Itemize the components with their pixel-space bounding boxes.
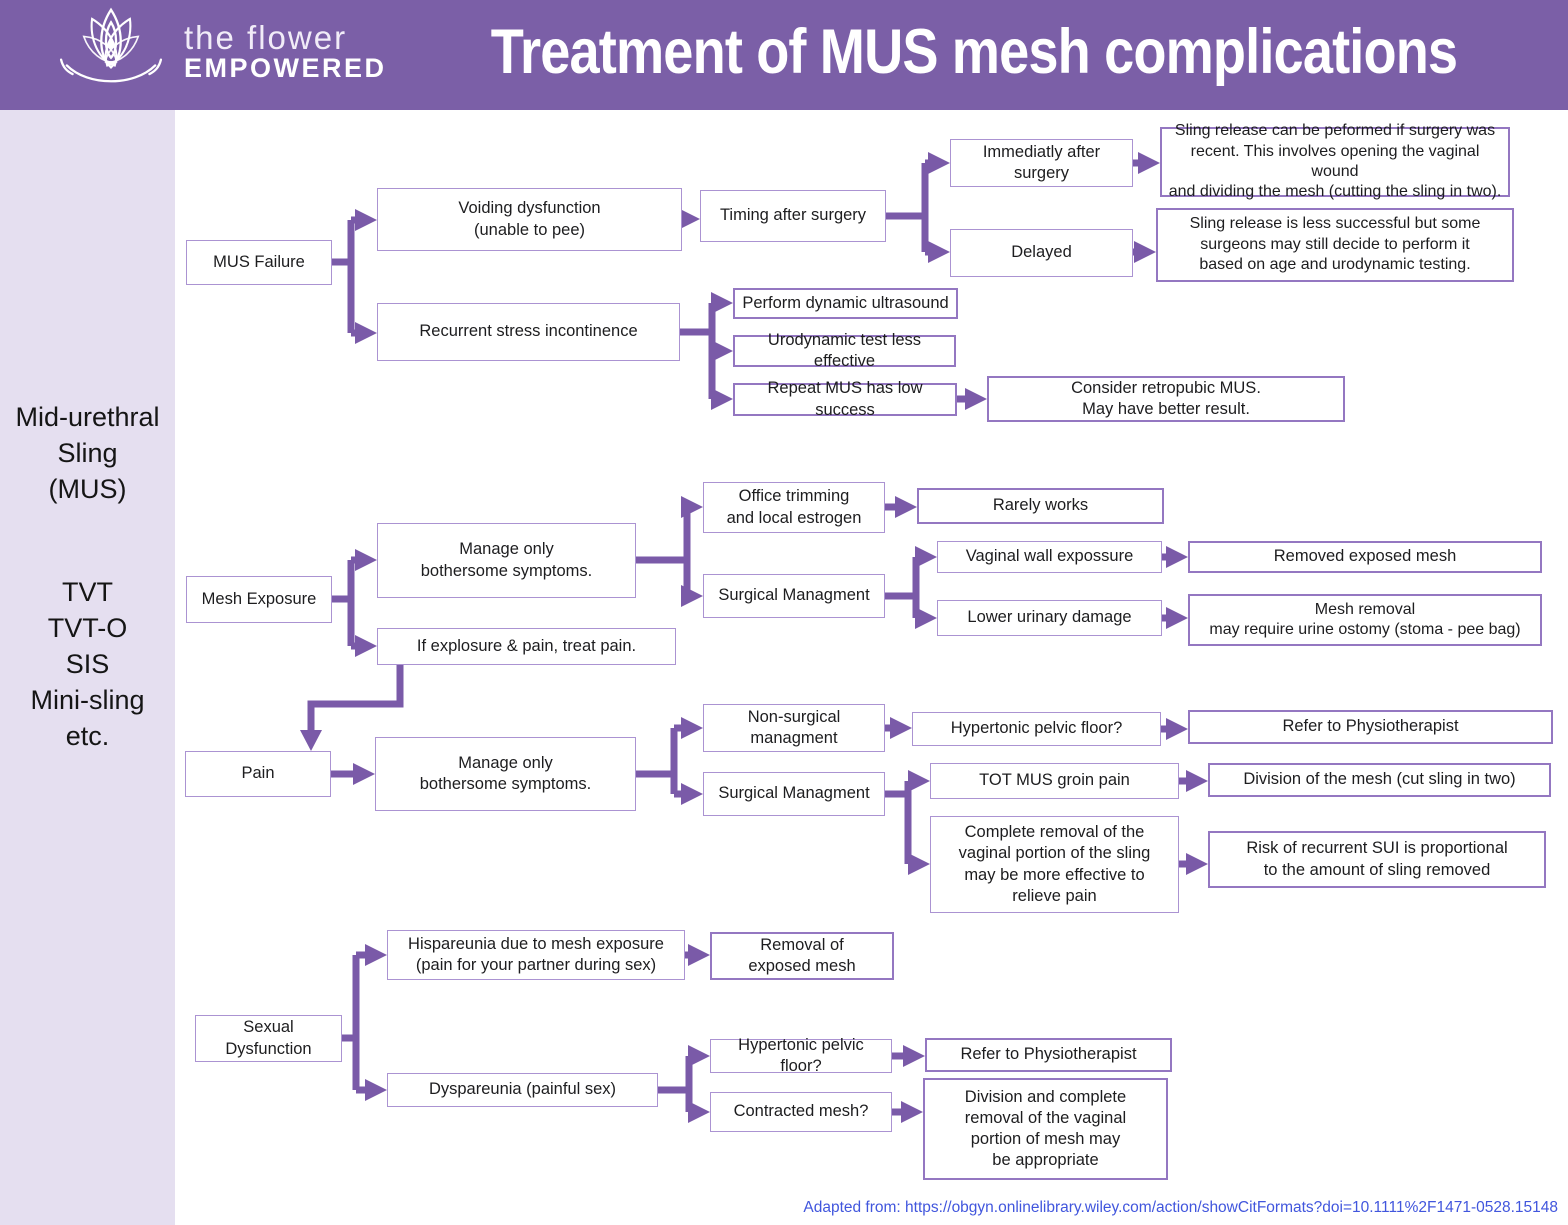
node-sexual-dysfunction: Sexual Dysfunction	[195, 1015, 342, 1062]
sidebar-label-sling-types: TVT TVT-O SIS Mini-sling etc.	[30, 577, 145, 751]
sidebar: Mid-urethral Sling (MUS) TVT TVT-O SIS M…	[0, 110, 175, 1225]
lotus-flower-icon	[59, 7, 163, 83]
node-urodynamic-test: Urodynamic test less effective	[733, 331, 956, 370]
node-division-complete-removal: Division and complete removal of the vag…	[923, 1078, 1168, 1180]
node-sling-release-delayed: Sling release is less successful but som…	[1156, 208, 1514, 282]
node-timing-after-surgery: Timing after surgery	[700, 190, 886, 242]
node-voiding-dysfunction: Voiding dysfunction (unable to pee)	[377, 188, 682, 251]
header: the flower EMPOWERED Treatment of MUS me…	[0, 0, 1568, 110]
logo-line2: EMPOWERED	[184, 53, 387, 84]
node-manage-only-2: Manage only bothersome symptoms.	[375, 737, 636, 811]
sidebar-label-mus: Mid-urethral Sling (MUS)	[15, 402, 160, 504]
node-removal-exposed-mesh: Removal of exposed mesh	[710, 932, 894, 980]
node-repeat-mus: Repeat MUS has low success	[733, 379, 957, 419]
node-hypertonic-pelvic-floor-1: Hypertonic pelvic floor?	[912, 712, 1161, 746]
node-refer-physiotherapist-2: Refer to Physiotherapist	[925, 1038, 1172, 1072]
node-rarely-works: Rarely works	[917, 488, 1164, 524]
page-title: Treatment of MUS mesh complications	[490, 17, 1458, 88]
node-perform-dynamic-ultrasound: Perform dynamic ultrasound	[733, 288, 958, 319]
logo-text: the flower EMPOWERED	[184, 21, 387, 82]
node-vaginal-wall-exposure: Vaginal wall expossure	[937, 541, 1162, 573]
node-refer-physiotherapist-1: Refer to Physiotherapist	[1188, 710, 1553, 744]
node-tot-mus-groin-pain: TOT MUS groin pain	[930, 763, 1179, 799]
node-office-trimming: Office trimming and local estrogen	[703, 482, 885, 533]
node-surgical-managment-1: Surgical Managment	[703, 574, 885, 618]
node-risk-recurrent-sui: Risk of recurrent SUI is proportional to…	[1208, 831, 1546, 888]
node-mesh-exposure: Mesh Exposure	[186, 576, 332, 623]
node-non-surgical-managment: Non-surgical managment	[703, 704, 885, 752]
logo-line1: the flower	[184, 19, 348, 57]
node-removed-exposed-mesh: Removed exposed mesh	[1188, 541, 1542, 573]
node-if-exposure-pain: If explosure & pain, treat pain.	[377, 628, 676, 665]
node-dyspareunia: Dyspareunia (painful sex)	[387, 1073, 658, 1107]
node-contracted-mesh: Contracted mesh?	[710, 1092, 892, 1132]
node-division-of-mesh: Division of the mesh (cut sling in two)	[1208, 763, 1551, 797]
node-manage-only-1: Manage only bothersome symptoms.	[377, 523, 636, 598]
node-pain: Pain	[185, 751, 331, 797]
node-consider-retropubic: Consider retropubic MUS. May have better…	[987, 376, 1345, 422]
citation-link[interactable]: Adapted from: https://obgyn.onlinelibrar…	[803, 1199, 1558, 1216]
logo: the flower EMPOWERED	[52, 4, 387, 100]
node-recurrent-stress-incontinence: Recurrent stress incontinence	[377, 303, 680, 361]
node-immediately-after-surgery: Immediatly after surgery	[950, 139, 1133, 187]
node-delayed: Delayed	[950, 229, 1133, 277]
node-hypertonic-pelvic-floor-2: Hypertonic pelvic floor?	[710, 1036, 892, 1075]
node-lower-urinary-damage: Lower urinary damage	[937, 600, 1162, 636]
node-mus-failure: MUS Failure	[186, 240, 332, 285]
node-surgical-managment-2: Surgical Managment	[703, 772, 885, 816]
node-hispareunia: Hispareunia due to mesh exposure (pain f…	[387, 930, 685, 980]
node-complete-removal: Complete removal of the vaginal portion …	[930, 816, 1179, 913]
node-mesh-removal-ostomy: Mesh removal may require urine ostomy (s…	[1188, 594, 1542, 646]
node-sling-release-recent: Sling release can be peformed if surgery…	[1160, 122, 1510, 200]
